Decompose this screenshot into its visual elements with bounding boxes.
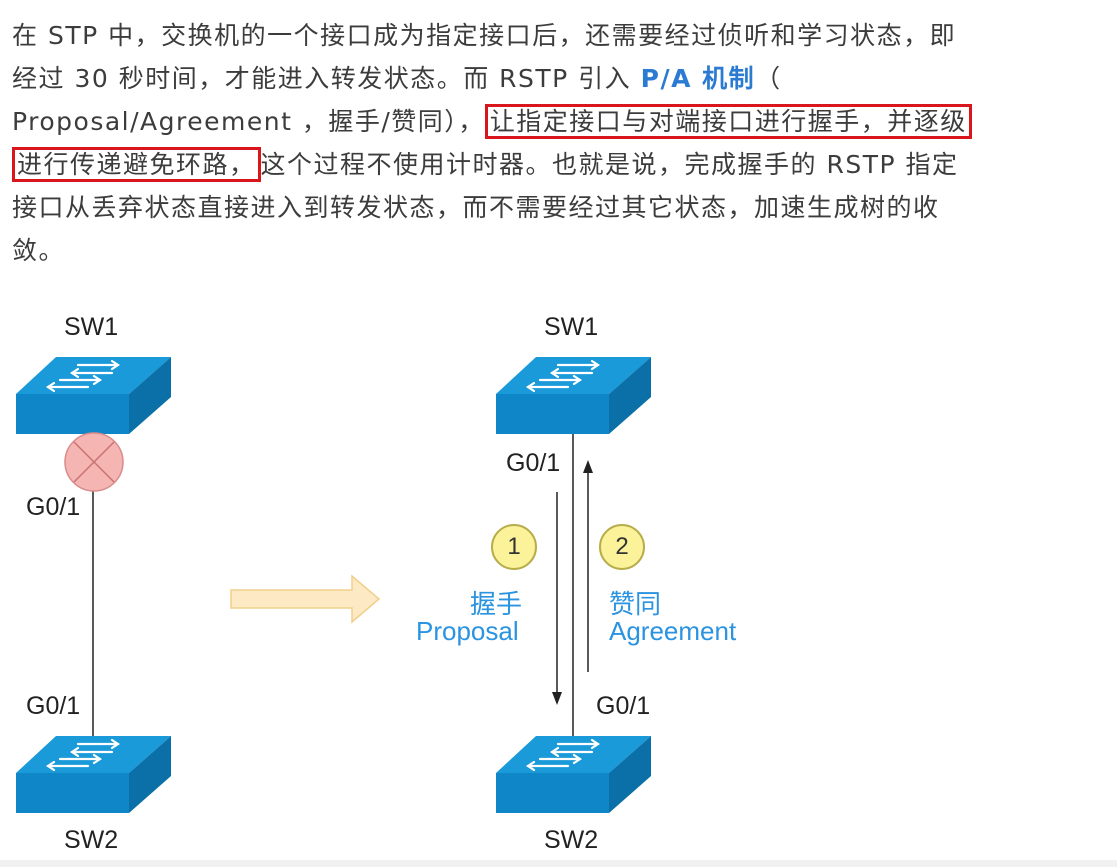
highlight-box-2: 进行传递避免环路， xyxy=(12,147,261,182)
proposal-cn-label: 握手 xyxy=(470,589,523,619)
pa-mechanism-emphasis: P/A 机制 xyxy=(640,64,756,93)
description-paragraph: 在 STP 中，交换机的一个接口成为指定接口后，还需要经过侦听和学习状态，即 经… xyxy=(12,14,1107,272)
paragraph-line-4: 进行传递避免环路，这个过程不使用计时器。也就是说，完成握手的 RSTP 指定 xyxy=(12,143,1107,186)
paragraph-line-1: 在 STP 中，交换机的一个接口成为指定接口后，还需要经过侦听和学习状态，即 xyxy=(12,21,957,50)
right-sw2-icon xyxy=(494,734,653,815)
left-sw2-icon xyxy=(14,734,173,815)
paragraph-line-2: 经过 30 秒时间，才能进入转发状态。而 RSTP 引入 P/A 机制（ xyxy=(12,57,1107,100)
paragraph-line-3-text: Proposal/Agreement ，握手/赞同）， xyxy=(12,107,485,136)
paragraph-line-2-text: 经过 30 秒时间，才能进入转发状态。而 RSTP 引入 xyxy=(12,64,641,93)
left-sw2-label: SW2 xyxy=(64,826,119,854)
left-top-port-label: G0/1 xyxy=(26,493,81,521)
left-sw1-icon xyxy=(14,355,173,436)
blocked-port-icon xyxy=(64,432,124,492)
right-bottom-port-label: G0/1 xyxy=(596,692,651,720)
right-sw1-icon xyxy=(494,355,653,436)
paragraph-line-4-text: 这个过程不使用计时器。也就是说，完成握手的 RSTP 指定 xyxy=(260,150,959,179)
proposal-en-label: Proposal xyxy=(416,616,519,646)
bottom-divider xyxy=(0,860,1117,867)
paragraph-line-2-end: （ xyxy=(755,64,782,93)
paragraph-line-3: Proposal/Agreement ，握手/赞同），让指定接口与对端接口进行握… xyxy=(12,100,1107,143)
step-2-badge: 2 xyxy=(599,524,645,570)
left-sw1-label: SW1 xyxy=(64,313,119,341)
highlight-box-1: 让指定接口与对端接口进行握手，并逐级 xyxy=(484,104,972,139)
right-sw2-label: SW2 xyxy=(544,826,599,854)
paragraph-line-5: 接口从丢弃状态直接进入到转发状态，而不需要经过其它状态，加速生成树的收 xyxy=(12,193,940,222)
right-sw1-label: SW1 xyxy=(544,313,599,341)
agreement-en-label: Agreement xyxy=(609,616,737,646)
proposal-arrow-icon xyxy=(552,492,562,705)
step-1-badge: 1 xyxy=(491,524,537,570)
transition-arrow-icon xyxy=(230,574,381,624)
agreement-cn-label: 赞同 xyxy=(609,589,662,619)
left-bottom-port-label: G0/1 xyxy=(26,692,81,720)
agreement-arrow-icon xyxy=(583,460,593,672)
right-top-port-label: G0/1 xyxy=(506,449,561,477)
paragraph-line-6: 敛。 xyxy=(12,236,66,265)
